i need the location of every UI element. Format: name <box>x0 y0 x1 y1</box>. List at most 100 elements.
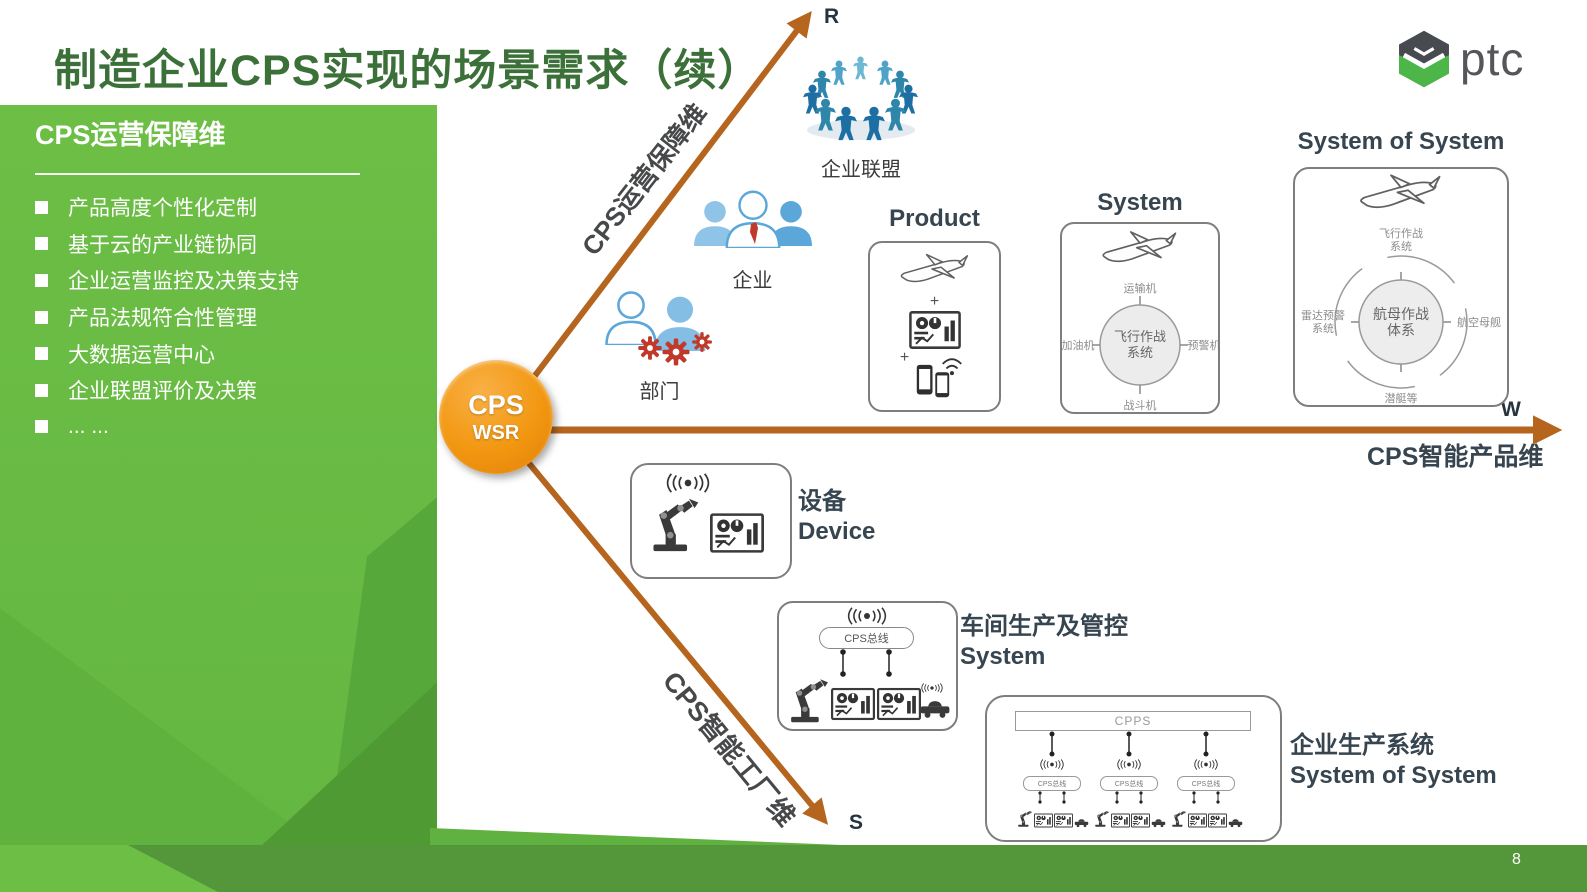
sidebar-heading: CPS运营保障维 <box>35 120 226 150</box>
system-of-system-title: System of System <box>1297 128 1505 155</box>
list-item: 企业联盟评价及决策 <box>35 372 299 409</box>
cpps-connector-lines <box>1049 731 1209 757</box>
cpps-bus-bar: CPPS <box>1015 711 1251 731</box>
connected-phones-icon: + <box>900 350 969 400</box>
cps-bus-oval: CPS总线 <box>819 627 914 649</box>
enterprise-label-cn: 企业生产系统 <box>1290 732 1434 759</box>
airplane-icon <box>1084 228 1196 274</box>
robot-arm-icon <box>1093 809 1110 828</box>
device-label: 设备 Device <box>798 487 875 547</box>
system-box: 运输机 飞行作战 系统 加油机 预警机 战斗机 <box>1060 222 1221 414</box>
enterprise-label-en: System of System <box>1290 762 1497 789</box>
device-box <box>630 463 792 579</box>
system-left-label: 加油机 <box>1062 338 1095 352</box>
people-gears-icon <box>604 291 712 366</box>
cps-bus-oval-small: CPS总线 <box>1100 776 1158 791</box>
alliance-label: 企业联盟 <box>821 159 901 181</box>
airplane-icon <box>1338 171 1464 221</box>
ptc-logo-icon <box>1399 30 1449 88</box>
bullet-square-icon <box>35 200 48 214</box>
list-item: 产品高度个性化定制 <box>35 189 299 226</box>
hub-label-wsr: WSR <box>472 422 520 445</box>
bus-connector-lines <box>1038 791 1066 804</box>
bullet-square-icon <box>35 347 48 361</box>
cps-bus-oval-small: CPS总线 <box>1177 776 1235 791</box>
product-title: Product <box>889 205 980 232</box>
agv-cart-icon <box>1151 817 1166 828</box>
bus-connector-lines <box>840 649 892 677</box>
robot-arm-icon <box>1170 809 1187 828</box>
airplane-icon <box>885 251 985 293</box>
dashboard-icon <box>1208 813 1227 828</box>
bus-connector-lines <box>1115 791 1143 804</box>
device-label-en: Device <box>798 518 876 545</box>
system-right-label: 预警机 <box>1188 338 1219 352</box>
sos-outer-ring <box>1334 255 1468 389</box>
workshop-cluster: CPS总线 <box>1015 757 1089 828</box>
sos-top-line2: 系统 <box>1390 240 1412 253</box>
page-title: 制造企业CPS实现的场景需求（续） <box>54 47 762 95</box>
sos-right-label: 航空母舰 <box>1457 315 1501 329</box>
axis-end-label-r: R <box>824 5 840 28</box>
bottom-bar: 8 <box>0 845 1587 892</box>
cluster-icons <box>1169 809 1243 828</box>
bullet-square-icon <box>35 420 48 434</box>
system-circle-diagram: 运输机 飞行作战 系统 加油机 预警机 战斗机 <box>1062 281 1221 412</box>
sidebar-divider <box>35 173 360 175</box>
enterprise-production-box: CPPS CPS总线 CPS总线 <box>985 695 1282 842</box>
list-item: 企业运营监控及决策支持 <box>35 262 299 299</box>
axis-end-label-s: S <box>849 811 864 834</box>
list-item: 基于云的产业链协同 <box>35 226 299 263</box>
bus-connector-lines <box>1192 791 1220 804</box>
radio-waves-icon <box>660 473 716 493</box>
workshop-cluster: CPS总线 <box>1169 757 1243 828</box>
sos-bottom-label: 潜艇等 <box>1385 391 1418 405</box>
ptc-logo-text: ptc <box>1460 33 1525 85</box>
cluster-icons <box>1092 809 1166 828</box>
workshop-label-cn: 车间生产及管控 <box>960 613 1128 640</box>
plus-sign: + <box>929 293 940 310</box>
phones-wifi-icon <box>916 358 963 398</box>
department-label: 部门 <box>639 381 680 403</box>
system-center-line2: 系统 <box>1127 345 1153 360</box>
list-item-label: ... ... <box>68 414 109 438</box>
radio-waves-icon <box>1114 759 1144 770</box>
cluster-icons <box>1015 809 1089 828</box>
system-title: System <box>1097 189 1183 216</box>
radio-waves-icon <box>1191 759 1221 770</box>
list-item-label: 企业运营监控及决策支持 <box>68 270 299 294</box>
sos-top-line1: 飞行作战 <box>1379 227 1423 240</box>
cps-bus-oval-small: CPS总线 <box>1023 776 1081 791</box>
people-ring-icon <box>803 56 918 141</box>
dashboard-icon <box>1131 813 1150 828</box>
enterprise-production-label: 企业生产系统 System of System <box>1290 731 1497 791</box>
list-item: 大数据运营中心 <box>35 335 299 372</box>
sos-left-line2: 系统 <box>1312 322 1334 335</box>
enterprise-group: 企业 <box>680 186 825 293</box>
people-group-icon <box>693 190 812 248</box>
department-group: 部门 <box>592 287 727 404</box>
agv-cart-icon <box>1228 817 1243 828</box>
workshop-label-en: System <box>960 643 1046 670</box>
bullet-square-icon <box>35 383 48 397</box>
axis-label-product-dimension: CPS智能产品维 <box>1367 443 1544 471</box>
robot-arm-icon <box>646 495 702 553</box>
list-item-label: 企业联盟评价及决策 <box>68 380 257 404</box>
radio-waves-icon <box>1037 759 1067 770</box>
system-center-line1: 飞行作战 <box>1114 329 1166 344</box>
list-item-label: 产品法规符合性管理 <box>68 307 257 331</box>
page-number: 8 <box>1512 851 1521 868</box>
list-item-label: 基于云的产业链协同 <box>68 233 257 257</box>
product-box: + + <box>868 241 1001 412</box>
bullet-square-icon <box>35 237 48 251</box>
agv-cart-icon <box>919 697 951 719</box>
list-item-label: 大数据运营中心 <box>68 343 215 367</box>
system-top-label: 运输机 <box>1124 281 1157 295</box>
robot-arm-icon <box>1016 809 1033 828</box>
plus-sign: + <box>899 349 910 366</box>
bullet-square-icon <box>35 310 48 324</box>
robot-arm-icon <box>785 677 831 723</box>
system-bottom-label: 战斗机 <box>1124 398 1157 412</box>
bullet-square-icon <box>35 273 48 287</box>
sos-center-line1: 航母作战 <box>1373 306 1429 322</box>
